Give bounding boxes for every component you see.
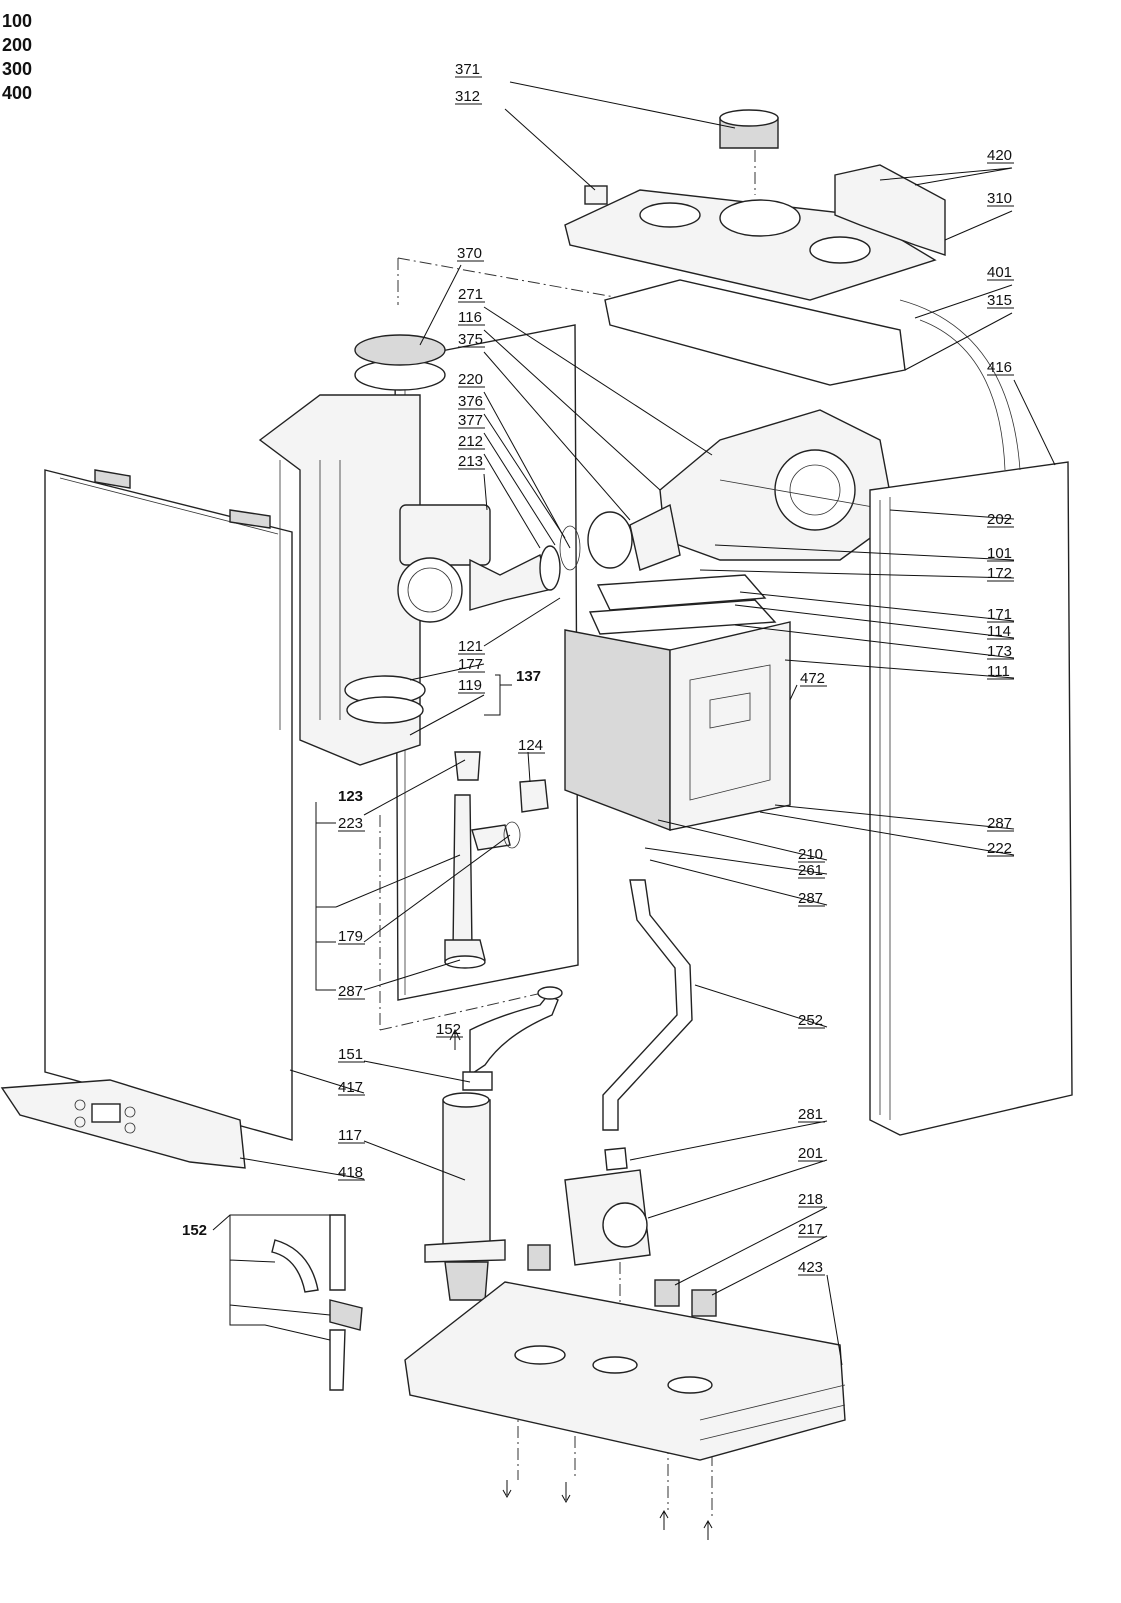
callout-label: 261 bbox=[798, 862, 823, 879]
callout-label: 213 bbox=[458, 453, 483, 470]
legend-item: 300 bbox=[2, 59, 32, 79]
case-top bbox=[564, 109, 946, 386]
callout-label: 220 bbox=[458, 371, 483, 388]
callout-label: 116 bbox=[458, 309, 482, 326]
callout-label: 312 bbox=[455, 88, 480, 105]
callout-label: 315 bbox=[987, 292, 1012, 309]
callout-label: 223 bbox=[338, 815, 363, 832]
legend: 100 200 300 400 bbox=[2, 11, 32, 103]
callout-label: 401 bbox=[987, 264, 1012, 281]
legend-item: 400 bbox=[2, 83, 32, 103]
callout-label: 101 bbox=[987, 545, 1012, 562]
callout-label: 287 bbox=[987, 815, 1012, 832]
callout-label: 423 bbox=[798, 1259, 823, 1276]
callout-label: 177 bbox=[458, 656, 483, 673]
callout-label: 472 bbox=[800, 670, 825, 687]
callout-label: 218 bbox=[798, 1191, 823, 1208]
callout-label: 152 bbox=[436, 1021, 461, 1038]
callout-label: 377 bbox=[458, 412, 483, 429]
callout-label: 137 bbox=[516, 668, 541, 685]
hydraulic-module bbox=[424, 1092, 506, 1301]
callout-label: 212 bbox=[458, 433, 483, 450]
callout-label: 252 bbox=[798, 1012, 823, 1029]
callout-label: 179 bbox=[338, 928, 363, 945]
callout-label: 222 bbox=[987, 840, 1012, 857]
callout-label: 310 bbox=[987, 190, 1012, 207]
callout-label: 271 bbox=[458, 286, 483, 303]
callout-label: 202 bbox=[987, 511, 1012, 528]
connection-arrows bbox=[449, 1028, 713, 1540]
right-casing bbox=[869, 299, 1073, 1136]
callout-label: 287 bbox=[338, 983, 363, 1000]
bottom-tray bbox=[404, 1281, 846, 1461]
callout-label: 420 bbox=[987, 147, 1012, 164]
callout-label: 210 bbox=[798, 846, 823, 863]
callout-label: 171 bbox=[987, 606, 1012, 623]
callout-label: 123 bbox=[338, 788, 363, 805]
callout-label: 121 bbox=[458, 638, 483, 655]
callout-label: 281 bbox=[798, 1106, 823, 1123]
leader-lines bbox=[212, 81, 1056, 1366]
callout-label: 417 bbox=[338, 1079, 363, 1096]
callout-label: 172 bbox=[987, 565, 1012, 582]
fan-assembly bbox=[587, 409, 896, 571]
condensate-trap bbox=[444, 751, 549, 969]
pipework bbox=[462, 879, 693, 1131]
gas-valve bbox=[527, 1147, 717, 1317]
heat-exchanger bbox=[564, 574, 791, 832]
callout-label: 151 bbox=[338, 1046, 363, 1063]
callout-label: 371 bbox=[455, 61, 480, 78]
callout-label: 376 bbox=[458, 393, 483, 410]
callout-label: 124 bbox=[518, 737, 543, 754]
callout-label: 152 bbox=[182, 1222, 207, 1239]
callout-label: 119 bbox=[458, 677, 482, 694]
callout-label: 287 bbox=[798, 890, 823, 907]
control-fascia bbox=[0, 1079, 246, 1169]
detail-152 bbox=[271, 1214, 363, 1391]
front-cover-panel bbox=[44, 469, 293, 1141]
gas-air-mixer bbox=[397, 504, 581, 623]
callout-label: 114 bbox=[987, 623, 1011, 640]
callout-label: 375 bbox=[458, 331, 483, 348]
callout-label: 173 bbox=[987, 643, 1012, 660]
air-box bbox=[258, 334, 446, 766]
callout-label: 370 bbox=[457, 245, 482, 262]
callout-label: 418 bbox=[338, 1164, 363, 1181]
callout-labels: 371 312 420 310 370 401 315 271 116 375 416 220 376 3… bbox=[182, 61, 1014, 1276]
callout-label: 111 bbox=[987, 663, 1010, 680]
callout-label: 201 bbox=[798, 1145, 823, 1162]
legend-item: 200 bbox=[2, 35, 32, 55]
callout-label: 416 bbox=[987, 359, 1012, 376]
callout-label: 117 bbox=[338, 1127, 362, 1144]
callout-label: 217 bbox=[798, 1221, 823, 1238]
legend-item: 100 bbox=[2, 11, 32, 31]
